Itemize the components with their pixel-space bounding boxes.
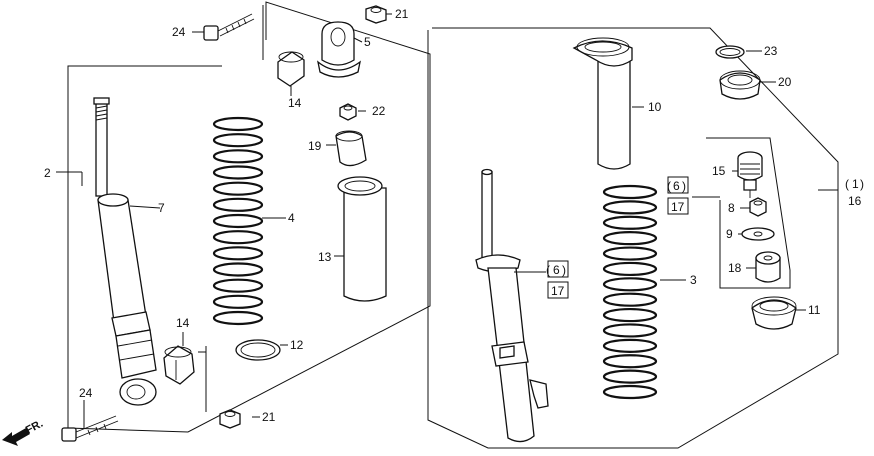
spring-coil xyxy=(602,369,658,384)
washer-9 xyxy=(738,227,775,241)
spring-coil xyxy=(212,133,264,148)
spring-coil xyxy=(212,278,264,293)
label-12: 12 xyxy=(290,338,304,352)
front-arrow-icon xyxy=(2,428,30,446)
label-6-box: 6 xyxy=(673,179,680,193)
clip-23 xyxy=(715,45,762,59)
box-17-frame xyxy=(667,197,689,215)
box-6-mid-frame xyxy=(547,260,569,278)
collar-20 xyxy=(719,70,776,100)
nut-21-top xyxy=(365,5,392,24)
label-19: 19 xyxy=(308,139,322,153)
box-6-frame xyxy=(667,176,689,194)
spring-seat-11 xyxy=(751,296,806,330)
spring-coil xyxy=(212,197,264,212)
nut-21-bottom xyxy=(219,409,260,429)
label-1-open: ( xyxy=(845,177,849,191)
bushing-14-top xyxy=(277,51,305,96)
front-label: FR. xyxy=(24,418,45,437)
label-18: 18 xyxy=(728,261,742,275)
label-13: 13 xyxy=(318,250,332,264)
nut-8 xyxy=(740,197,767,217)
spring-coil xyxy=(602,261,658,277)
label-20: 20 xyxy=(778,75,792,89)
label-24-top: 24 xyxy=(172,25,186,39)
spring-coil xyxy=(212,165,264,180)
strut-6-17 xyxy=(475,168,549,443)
label-3: 3 xyxy=(690,273,697,287)
label-14-top: 14 xyxy=(288,96,302,110)
spring-coil xyxy=(212,149,264,164)
label-17-box: 17 xyxy=(671,200,685,214)
label-6-box-open: ( xyxy=(667,179,671,193)
coil-spring-3 xyxy=(602,184,658,400)
spring-coil xyxy=(212,294,264,309)
dust-tube-13 xyxy=(334,176,387,302)
spring-coil xyxy=(212,230,264,245)
dust-boot-10 xyxy=(572,37,644,170)
spring-coil xyxy=(602,323,658,338)
spring-coil xyxy=(212,310,264,326)
sub-group-outline xyxy=(706,137,791,289)
spring-coil xyxy=(602,384,658,400)
spring-coil xyxy=(212,213,264,229)
label-6-mid: 6 xyxy=(553,263,560,277)
label-16: 16 xyxy=(848,194,862,208)
bolt-24-bottom xyxy=(61,400,119,442)
spring-coil xyxy=(602,292,658,307)
spring-coil xyxy=(602,277,658,292)
nut-22 xyxy=(339,103,366,121)
bushing-14-bottom xyxy=(163,332,195,385)
spring-coil xyxy=(602,184,658,200)
label-6-mid-close: ) xyxy=(562,263,566,277)
spring-coil xyxy=(602,338,658,353)
spring-coil xyxy=(212,262,264,277)
label-1-close: ) xyxy=(860,177,864,191)
spring-coil xyxy=(212,116,264,132)
label-22: 22 xyxy=(372,104,386,118)
label-6-box-close: ) xyxy=(682,179,686,193)
label-14-bottom: 14 xyxy=(176,316,190,330)
label-1: 1 xyxy=(852,177,859,191)
box-17-mid-frame xyxy=(547,281,569,299)
spring-coil xyxy=(212,181,264,196)
label-21-top: 21 xyxy=(395,7,409,21)
label-24-bottom: 24 xyxy=(79,386,93,400)
spring-coil xyxy=(602,246,658,261)
label-7: 7 xyxy=(158,201,165,215)
spring-coil xyxy=(602,354,658,369)
spring-coil xyxy=(602,307,658,323)
label-4: 4 xyxy=(288,211,295,225)
spring-coil xyxy=(602,200,658,215)
label-10: 10 xyxy=(648,100,662,114)
coil-spring-4 xyxy=(212,116,264,326)
bolt-24-top xyxy=(192,13,255,41)
label-15: 15 xyxy=(712,164,726,178)
left-group-outline xyxy=(67,1,431,433)
spring-coil xyxy=(212,246,264,261)
shock-absorber-2 xyxy=(56,97,161,406)
stud-15 xyxy=(732,151,763,198)
o-ring-12 xyxy=(235,339,288,361)
rubber-mount-18 xyxy=(746,251,781,283)
bump-rubber-19 xyxy=(326,130,367,167)
label-2: 2 xyxy=(44,166,51,180)
label-21-bottom: 21 xyxy=(262,410,276,424)
spring-coil xyxy=(602,231,658,246)
label-5: 5 xyxy=(364,35,371,49)
label-23: 23 xyxy=(764,44,778,58)
label-8: 8 xyxy=(728,201,735,215)
label-17-mid: 17 xyxy=(551,284,565,298)
label-9: 9 xyxy=(726,227,733,241)
spring-coil xyxy=(602,215,658,230)
label-11: 11 xyxy=(808,303,821,317)
mount-eye-5 xyxy=(317,21,363,78)
